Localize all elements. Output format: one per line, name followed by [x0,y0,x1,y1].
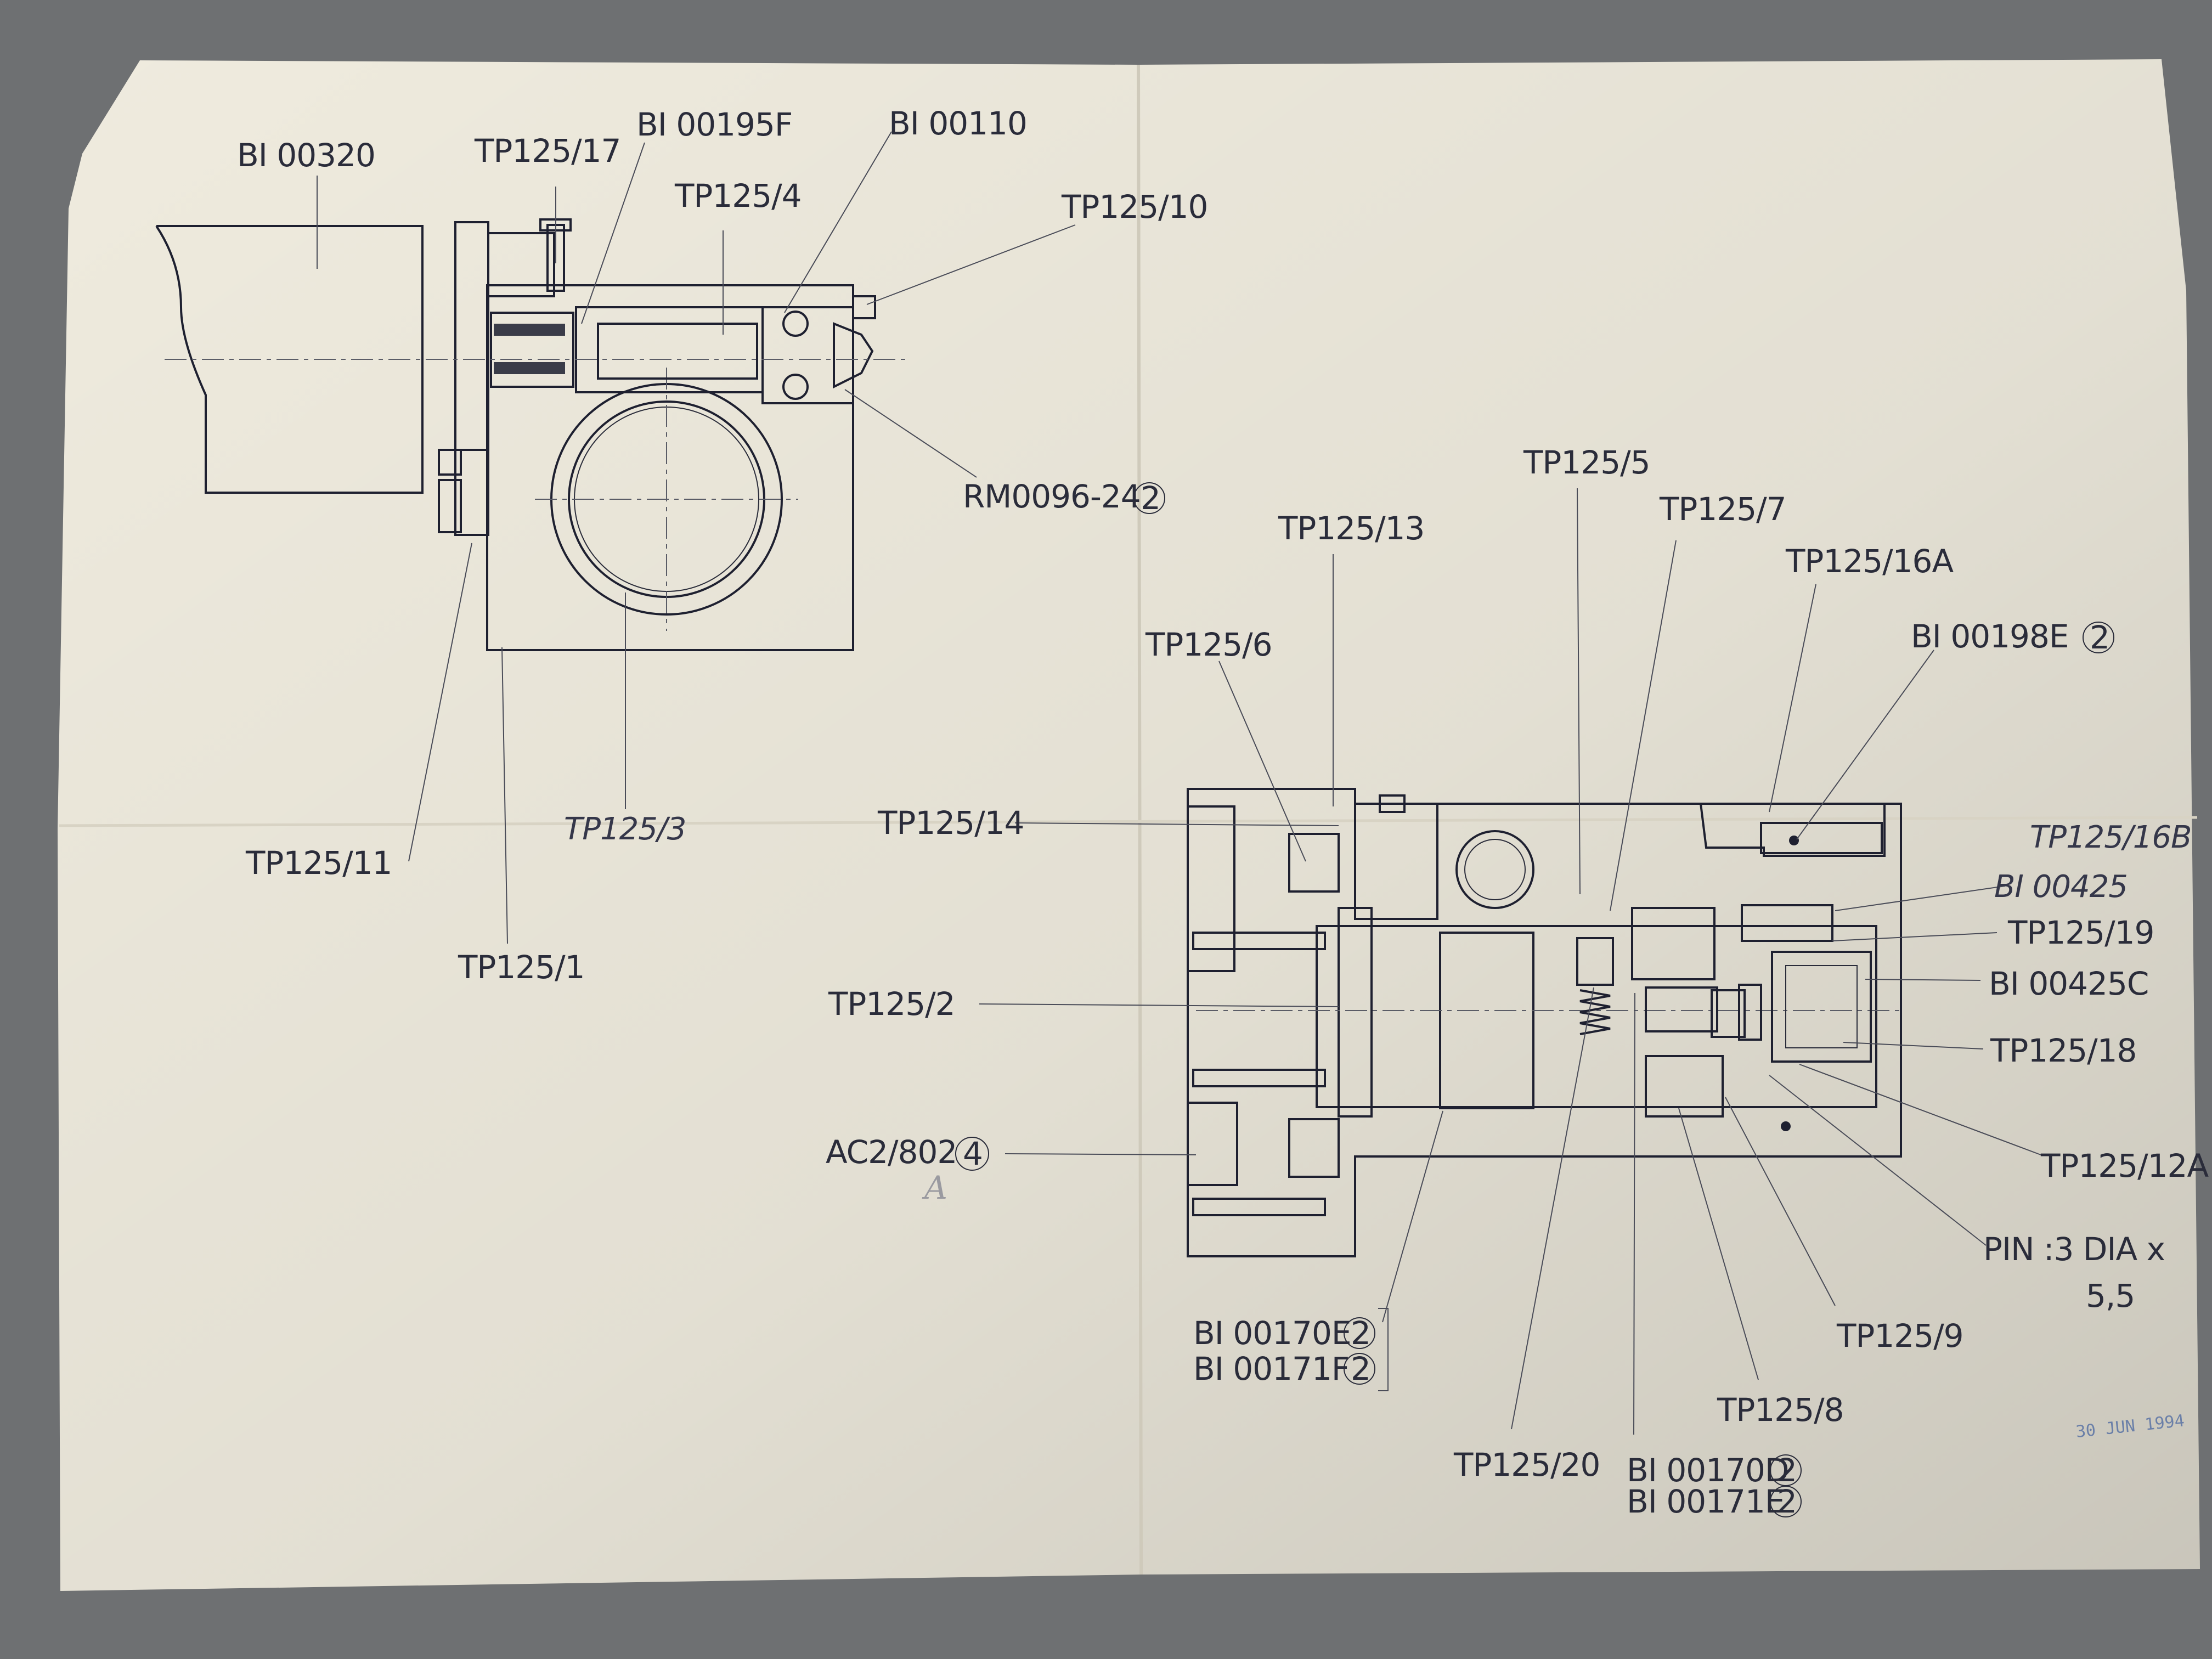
label-tp125-1: TP125/1 [458,949,585,986]
shaft-bi00320 [155,225,424,494]
qty-bi00171f: 2 [1351,1350,1370,1387]
label-tp125-11: TP125/11 [245,844,392,882]
spring [1579,989,1611,1035]
label-pin-line1: PIN :3 DIA x [1983,1231,2165,1268]
label-tp125-12a: TP125/12A [2040,1147,2209,1184]
qty-rm0096: 2 [1141,479,1160,517]
label-bi00425c: BI 00425C [1989,965,2148,1002]
label-pin-line2: 5,5 [2086,1277,2135,1314]
label-ac2-802: AC2/802 [826,1133,957,1171]
plug-bi00425 [1741,904,1833,942]
label-tp125-14: TP125/14 [877,804,1024,842]
body-tp125-5 [1187,788,1902,1257]
label-tp125-10: TP125/10 [1061,188,1207,225]
label-tp125-3: TP125/3 [564,811,686,847]
qty-bi00171e: 2 [1777,1483,1797,1520]
label-tp125-19: TP125/19 [2007,914,2154,951]
label-bi00195f: BI 00195F [636,106,792,143]
qty-ac2-802: 4 [963,1135,983,1172]
vertical-fold [1137,64,1143,1575]
plate-tp125-13 [1354,803,1438,920]
label-bi00198e: BI 00198E [1911,618,2069,655]
label-tp125-18: TP125/18 [1990,1032,2136,1069]
qty-circle [955,1137,989,1171]
bottom-assembly-drawing [979,488,2041,1435]
label-bi00171f: BI 00171F [1193,1350,1349,1387]
label-bi00170d: BI 00170D [1627,1452,1789,1489]
qty-circle [1344,1353,1375,1385]
label-tp125-16b: TP125/16B [2030,820,2191,855]
label-tp125-16a: TP125/16A [1785,543,1954,580]
label-bi00170e: BI 00170E [1193,1314,1351,1352]
label-tp125-8: TP125/8 [1717,1391,1844,1429]
label-bi00110: BI 00110 [889,105,1027,142]
paper-sheet [58,59,2200,1591]
label-tp125-2: TP125/2 [828,985,955,1023]
label-tp125-9: TP125/9 [1836,1317,1963,1355]
label-tp125-5: TP125/5 [1523,444,1650,481]
qty-bi00170e: 2 [1351,1314,1370,1352]
qty-bi00170d: 2 [1777,1452,1797,1489]
seal-tp125-6 [1288,833,1340,893]
label-bi00320: BI 00320 [237,137,375,174]
spindle-tp125-4 [597,323,758,380]
handwritten-note: A [922,1169,947,1206]
label-tp125-6: TP125/6 [1145,626,1272,663]
cap-bi00425c [1771,951,1872,1063]
housing-tp125-3 [486,284,854,651]
label-tp125-20: TP125/20 [1453,1446,1600,1483]
label-tp125-7: TP125/7 [1659,490,1786,528]
label-tp125-17: TP125/17 [474,132,620,170]
label-tp125-4: TP125/4 [674,177,802,215]
nut-rm0096 [833,322,874,389]
qty-circle [2083,622,2114,653]
qty-circle [1133,482,1165,514]
qty-circle [1770,1486,1802,1517]
label-tp125-13: TP125/13 [1278,510,1424,547]
top-assembly-drawing [155,131,1076,944]
piston-tp125-20 [1439,932,1534,1109]
qty-circle [1344,1317,1375,1349]
qty-bi00198e: 2 [2090,619,2109,656]
label-bi00171e: BI 00171E [1627,1483,1785,1520]
label-bi00425: BI 00425 [1994,869,2128,905]
label-rm0096-24: RM0096-24 [963,478,1141,515]
